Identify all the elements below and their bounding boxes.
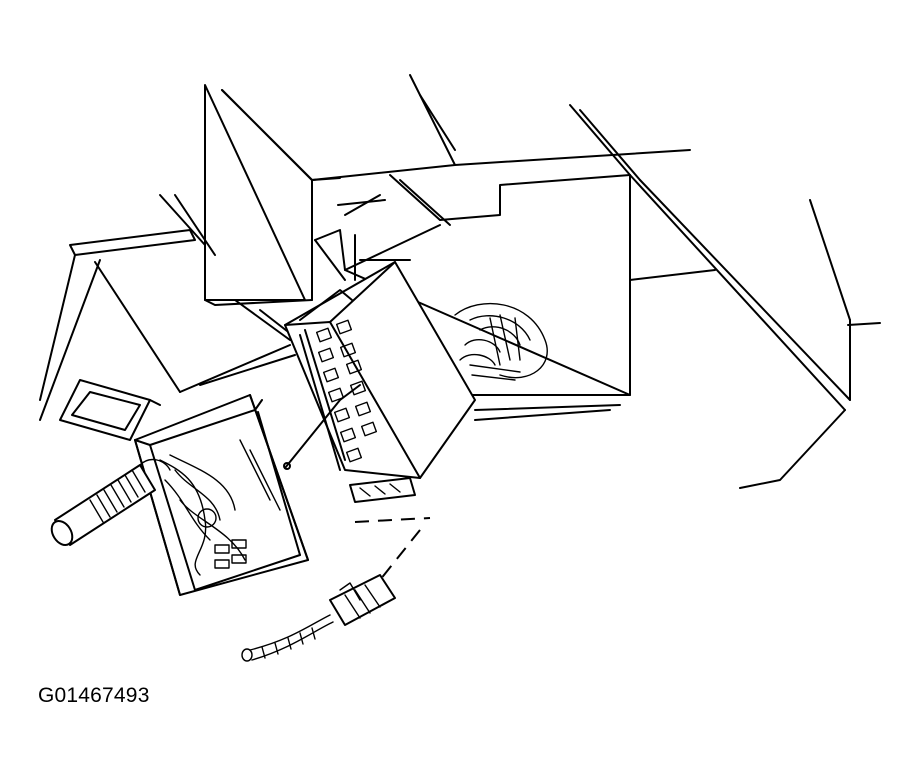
pigtail-connector <box>241 517 431 662</box>
wire-conduit <box>50 458 171 547</box>
fuse-block <box>284 261 476 503</box>
blower-fan <box>454 303 548 381</box>
fuse-slots <box>315 319 378 463</box>
dash-panel-structure <box>39 74 881 489</box>
figure-id-label: G01467493 <box>38 684 150 707</box>
harness-connector <box>134 384 361 596</box>
